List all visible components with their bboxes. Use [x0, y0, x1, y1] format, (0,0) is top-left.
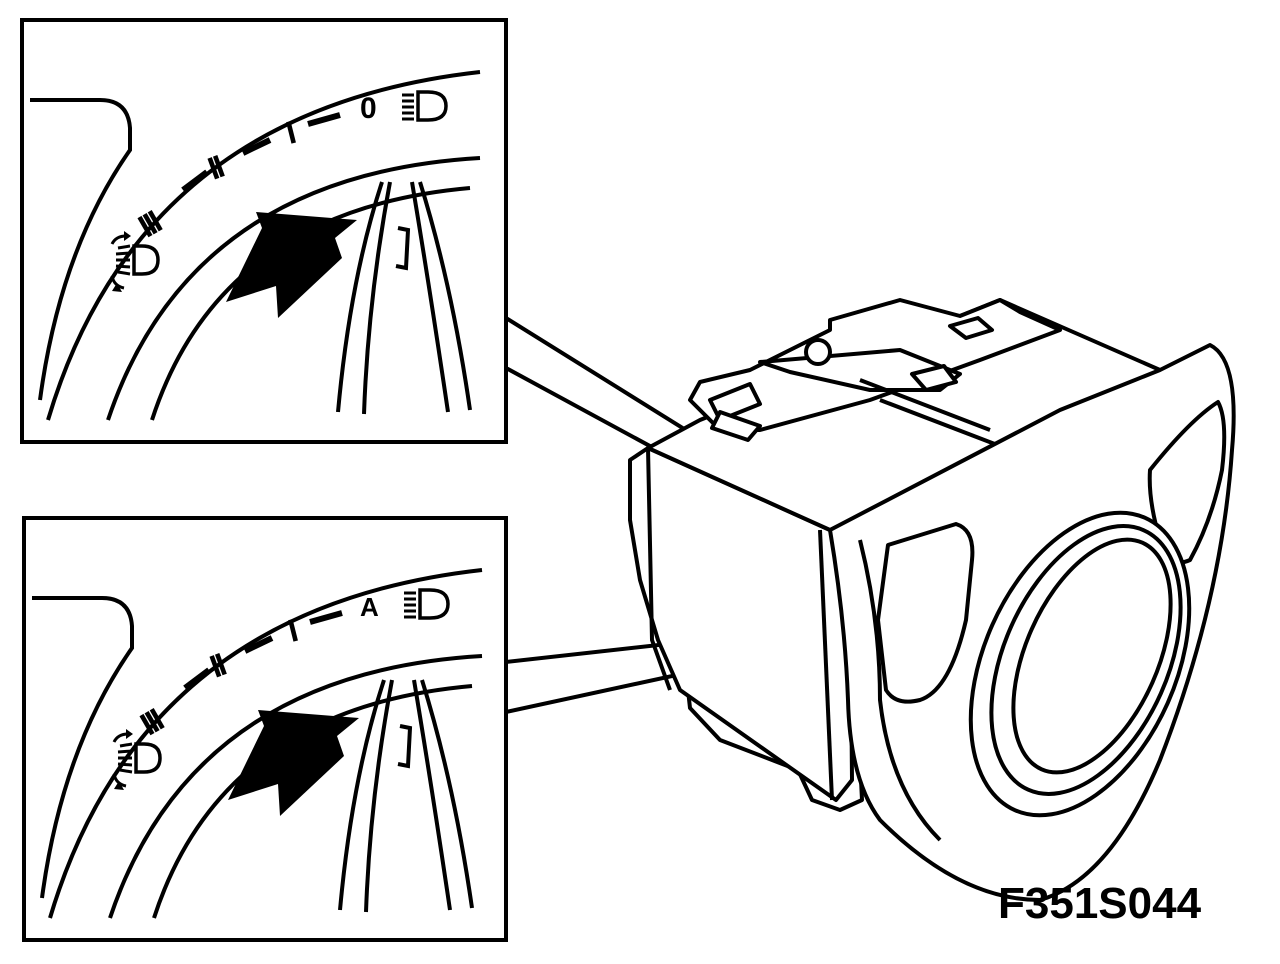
detail-panel-top: III II I 0	[20, 18, 508, 444]
scale-label-bottom-3: A	[360, 592, 379, 622]
scale-label-top-3: 0	[360, 92, 377, 125]
detail-panel-bottom: III II I A	[22, 516, 508, 942]
light-switch-unit	[628, 298, 1236, 902]
figure-code: F351S044	[998, 879, 1202, 928]
